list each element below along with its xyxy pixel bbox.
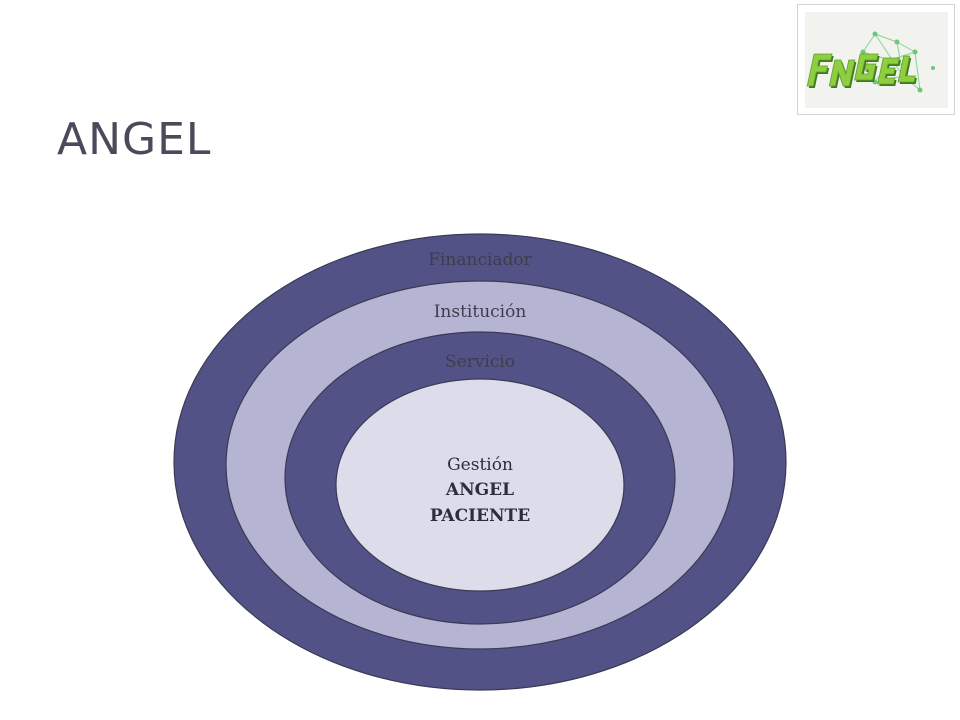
core-line-angel: ANGEL (445, 480, 514, 500)
ring-label-financiador: Financiador (428, 250, 532, 270)
angel-logo-image (805, 12, 948, 108)
ring-label-servicio: Servicio (445, 352, 515, 372)
ring-label-institucion: Institución (434, 302, 527, 322)
core-line-paciente: PACIENTE (430, 506, 530, 526)
angel-logo (797, 4, 955, 115)
slide-title: ANGEL (57, 114, 212, 165)
core-gestion (335, 378, 625, 592)
core-line-gestion: Gestión (447, 455, 513, 475)
